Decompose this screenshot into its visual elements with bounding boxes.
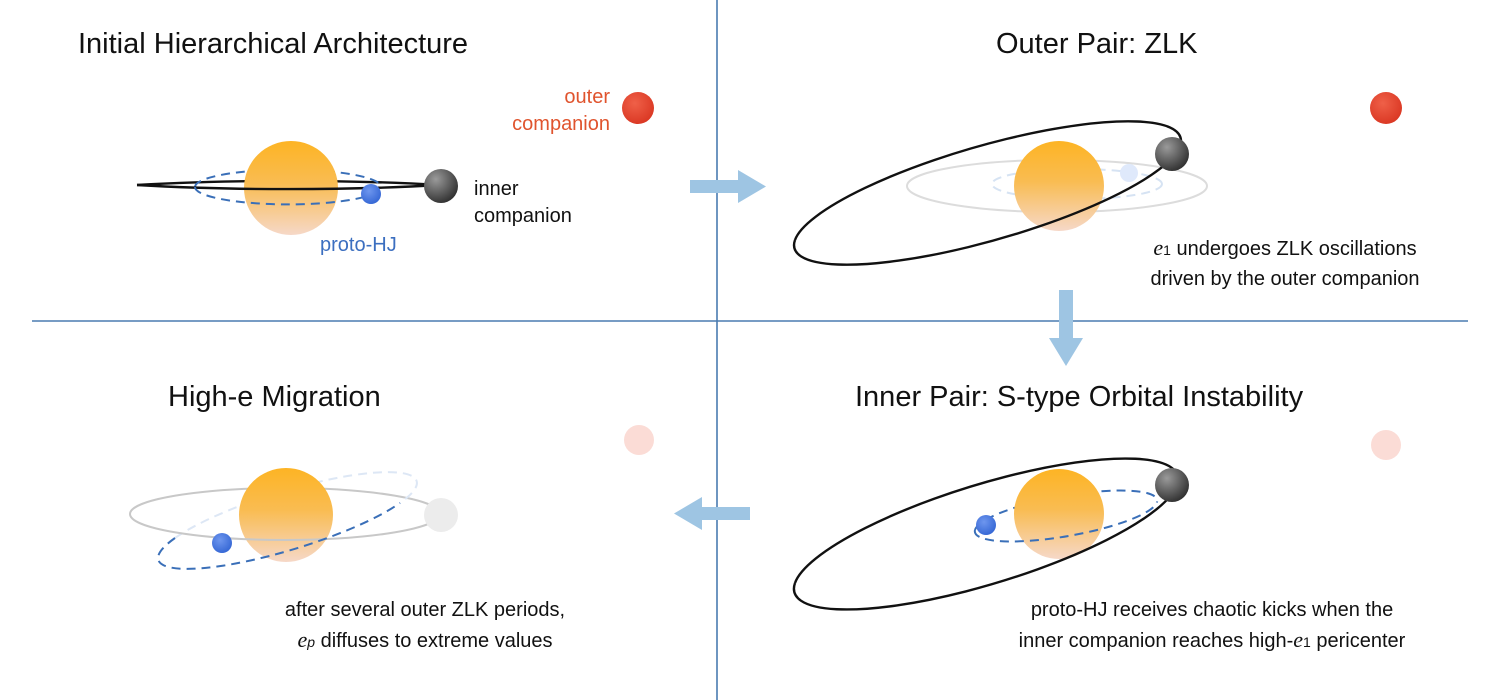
proto-hj-label: proto-HJ	[320, 234, 397, 256]
faded-proto-hj-planet	[1120, 164, 1138, 182]
proto-hj-planet	[212, 533, 232, 553]
inner-companion	[1155, 468, 1189, 502]
panel-title-initial: Initial Hierarchical Architecture	[78, 28, 469, 60]
inner-companion	[1155, 137, 1189, 171]
arrow-right	[690, 170, 766, 203]
outer-companion	[1370, 92, 1402, 124]
inner-companion-faded	[424, 498, 458, 532]
star	[239, 468, 333, 562]
proto-hj-orbit-back	[174, 471, 418, 539]
panel-high-e-migration	[129, 425, 654, 570]
faded-companion-orbit-front	[129, 513, 441, 541]
eccentric-orbit-back	[793, 120, 1183, 241]
panel-initial-architecture	[136, 92, 654, 235]
inner-companion-label: inner companion	[474, 178, 572, 227]
panel-title-instability: Inner Pair: S-type Orbital Instability	[855, 381, 1304, 413]
panel-outer-pair-zlk	[792, 92, 1402, 266]
faded-proto-hj-orbit	[991, 168, 1163, 200]
inner-companion	[424, 169, 458, 203]
outer-companion-label: outer companion	[512, 86, 610, 135]
eccentric-orbit-back	[793, 457, 1180, 584]
arrow-left	[674, 497, 750, 530]
proto-hj-orbit-front	[157, 502, 401, 570]
arrow-down	[1049, 290, 1083, 366]
panel-title-zlk: Outer Pair: ZLK	[996, 28, 1198, 60]
caption-zlk: e1 undergoes ZLK oscillations driven by …	[1150, 235, 1420, 290]
panel-inner-pair-instability	[792, 430, 1401, 611]
proto-hj-planet	[976, 515, 996, 535]
eccentric-orbit-front	[792, 484, 1179, 611]
inner-companion-orbit-front	[136, 183, 441, 191]
outer-companion-faded	[1371, 430, 1401, 460]
outer-companion-faded	[624, 425, 654, 455]
star	[1014, 469, 1104, 559]
outer-companion	[622, 92, 654, 124]
eccentric-orbit-front	[792, 145, 1182, 266]
panel-title-migration: High-e Migration	[168, 381, 381, 413]
star	[1014, 141, 1104, 231]
caption-instability: proto-HJ receives chaotic kicks when the…	[1018, 599, 1406, 652]
caption-migration: after several outer ZLK periods, ep diff…	[284, 599, 566, 652]
proto-hj-planet	[361, 184, 381, 204]
proto-hj-orbit-front	[973, 501, 1158, 543]
